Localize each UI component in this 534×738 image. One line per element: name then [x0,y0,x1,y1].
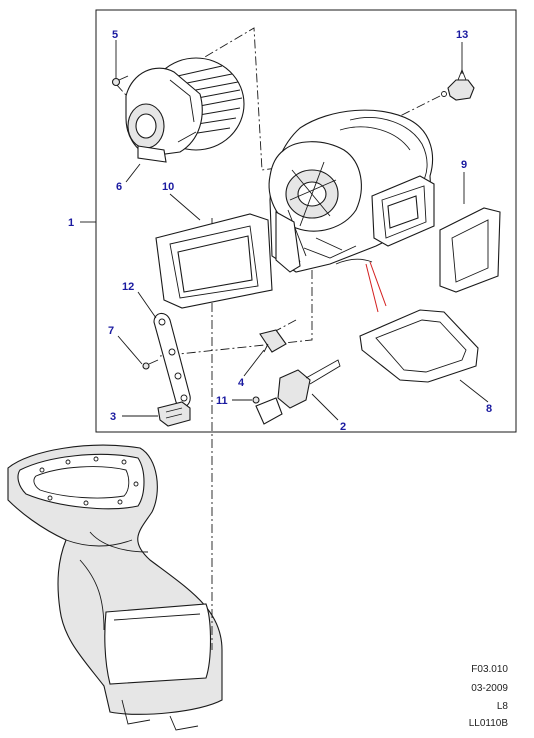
blower-housing [268,109,435,313]
part-6-blower-motor [125,57,245,163]
part-3-connector [157,401,191,427]
callout-1: 1 [68,217,74,229]
callout-7: 7 [108,325,114,337]
callout-9: 9 [461,159,467,171]
callout-11: 11 [216,395,228,407]
leader-lines [80,40,489,421]
callout-5: 5 [112,29,118,41]
callout-8: 8 [486,403,492,415]
reference-figure: F03.010 [471,664,508,675]
lower-housing [7,444,223,731]
part-2-sensor [252,359,341,425]
callout-2: 2 [340,421,346,433]
part-5-screw [111,75,129,87]
reference-date: 03-2009 [471,683,508,694]
part-13-fitting [441,68,475,101]
part-9-seal [439,207,501,293]
callout-4: 4 [238,377,245,389]
part-10-frame [155,213,273,309]
callout-12: 12 [122,281,134,293]
part-12-bracket [153,312,191,408]
assembly-frame [95,9,517,433]
part-7-screw [142,359,159,370]
part-8-gasket [359,309,479,383]
part-4-clip [259,329,287,353]
reference-drawing: LL0110B [468,718,508,729]
callout-10: 10 [162,181,174,193]
callout-3: 3 [110,411,116,423]
callout-6: 6 [116,181,122,193]
reference-model: L8 [496,701,508,712]
callout-13: 13 [456,29,468,41]
